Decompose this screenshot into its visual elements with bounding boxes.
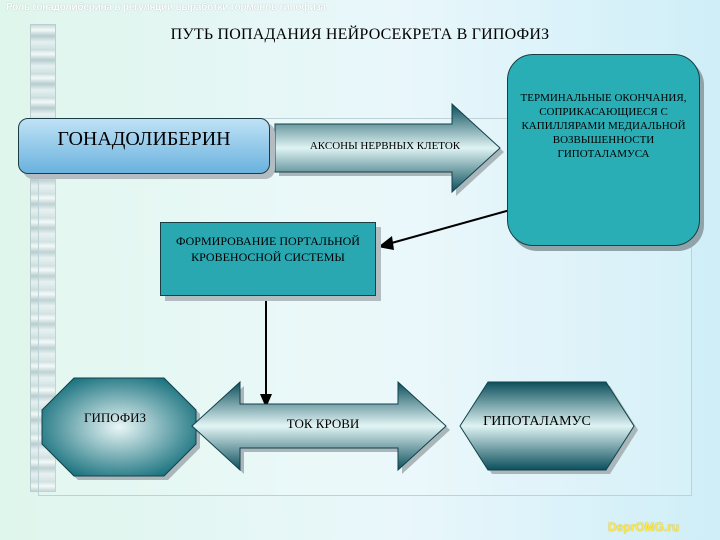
footer-watermark: DeprOMG.ru: [608, 520, 680, 534]
axons-label: АКСОНЫ НЕРВНЫХ КЛЕТОК: [309, 140, 461, 152]
hypothalamus-label: ГИПОТАЛАМУС: [483, 414, 591, 429]
portal-formation-label: ФОРМИРОВАНИЕ ПОРТАЛЬНОЙ КРОВЕНОСНОЙ СИСТ…: [176, 234, 360, 264]
terminals-box: ТЕРМИНАЛЬНЫЕ ОКОНЧАНИЯ, СОПРИКАСАЮЩИЕСЯ …: [507, 54, 700, 246]
hypophysis-label: ГИПОФИЗ: [83, 410, 146, 425]
formation-to-blood-arrow: [260, 298, 272, 408]
slide-title: ПУТЬ ПОПАДАНИЯ НЕЙРОСЕКРЕТА В ГИПОФИЗ: [170, 26, 550, 43]
gonadoliberin-label: ГОНАДОЛИБЕРИН: [57, 128, 231, 150]
portal-formation-box: ФОРМИРОВАНИЕ ПОРТАЛЬНОЙ КРОВЕНОСНОЙ СИСТ…: [160, 222, 376, 296]
terminals-label: ТЕРМИНАЛЬНЫЕ ОКОНЧАНИЯ, СОПРИКАСАЮЩИЕСЯ …: [520, 92, 687, 160]
hypophysis-octagon: [41, 377, 200, 480]
hypothalamus-hexagon: [459, 381, 638, 474]
blood-flow-double-arrow: [191, 380, 450, 474]
terminals-to-formation-arrow: [378, 209, 511, 250]
gonadoliberin-box: ГОНАДОЛИБЕРИН: [18, 118, 270, 174]
header-caption: Роль гонадолиберина в регуляции выработк…: [6, 2, 326, 13]
axons-arrow: [274, 102, 504, 196]
blood-flow-label: ТОК КРОВИ: [286, 416, 360, 431]
